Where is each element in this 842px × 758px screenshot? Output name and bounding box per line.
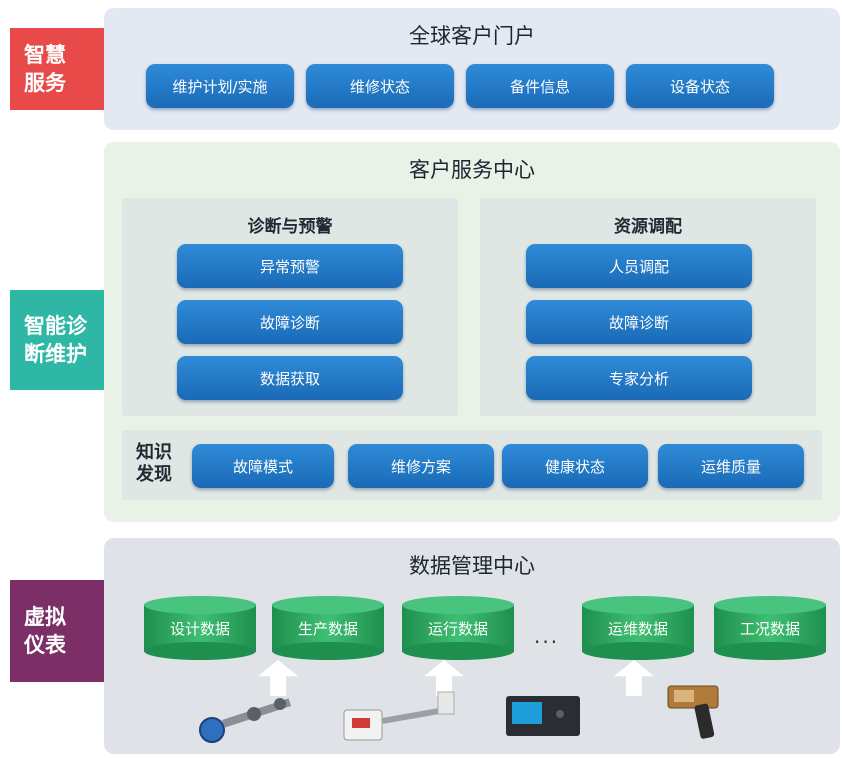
fault-mode-button[interactable]: 故障模式 [192, 444, 334, 488]
db-label: 运行数据 [427, 620, 488, 638]
production-data-db[interactable]: 生产数据 [272, 596, 384, 660]
repair-status-button[interactable]: 维修状态 [306, 64, 454, 108]
portal-title: 全球客户门户 [409, 24, 535, 48]
data-acquisition-button[interactable]: 数据获取 [177, 356, 403, 400]
diagnosis-title: 诊断与预警 [247, 217, 333, 237]
meter-device-icon [343, 691, 455, 741]
runtime-data-db[interactable]: 运行数据 [402, 596, 514, 660]
maintenance-data-db[interactable]: 运维数据 [582, 596, 694, 660]
tag-line: 智能诊 [24, 314, 87, 338]
knowledge-label-line: 发现 [136, 464, 172, 485]
knowledge-discovery-bar: 知识 发现 故障模式 维修方案 健康状态 运维质量 [122, 430, 822, 500]
db-label: 设计数据 [169, 620, 230, 638]
design-data-db[interactable]: 设计数据 [144, 596, 256, 660]
knowledge-label: 知识 发现 [136, 442, 172, 486]
tag-line: 虚拟 [24, 605, 66, 629]
resources-title: 资源调配 [614, 217, 682, 237]
service-center-panel: 客户服务中心 诊断与预警 异常预警 故障诊断 数据获取 资源调配 人员调配 故障… [104, 142, 840, 522]
ellipsis: ... [534, 624, 560, 648]
maintenance-plan-button[interactable]: 维护计划/实施 [146, 64, 294, 108]
repair-plan-button[interactable]: 维修方案 [348, 444, 494, 488]
up-arrow-icon [614, 660, 654, 696]
equipment-status-button[interactable]: 设备状态 [626, 64, 774, 108]
db-label: 生产数据 [297, 620, 358, 638]
db-label: 运维数据 [607, 620, 668, 638]
knowledge-label-line: 知识 [136, 442, 172, 463]
health-status-button[interactable]: 健康状态 [502, 444, 648, 488]
tag-line: 服务 [24, 71, 66, 95]
diagnosis-box: 诊断与预警 异常预警 故障诊断 数据获取 [122, 198, 458, 416]
tag-line: 仪表 [24, 633, 66, 657]
fault-diagnosis-button[interactable]: 故障诊断 [177, 300, 403, 344]
handheld-device-icon [667, 685, 719, 739]
staff-allocation-button[interactable]: 人员调配 [526, 244, 752, 288]
monitor-device-icon [506, 696, 580, 736]
resources-box: 资源调配 人员调配 故障诊断 专家分析 [480, 198, 816, 416]
db-label: 工况数据 [739, 620, 800, 638]
condition-data-db[interactable]: 工况数据 [714, 596, 826, 660]
service-center-title: 客户服务中心 [409, 158, 535, 182]
data-center-title: 数据管理中心 [409, 554, 535, 578]
tag-line: 智慧 [24, 43, 66, 67]
sensor-device-icon [199, 698, 292, 743]
fault-diagnosis-button-2[interactable]: 故障诊断 [526, 300, 752, 344]
customer-portal-panel: 全球客户门户 维护计划/实施 维修状态 备件信息 设备状态 [104, 8, 840, 130]
operation-quality-button[interactable]: 运维质量 [658, 444, 804, 488]
tag-line: 断维护 [24, 342, 87, 366]
anomaly-warning-button[interactable]: 异常预警 [177, 244, 403, 288]
data-center-panel: 数据管理中心 设计数据 生产数据 运行数据 ... 运维数据 工况数据 [104, 538, 840, 754]
expert-analysis-button[interactable]: 专家分析 [526, 356, 752, 400]
spare-parts-button[interactable]: 备件信息 [466, 64, 614, 108]
